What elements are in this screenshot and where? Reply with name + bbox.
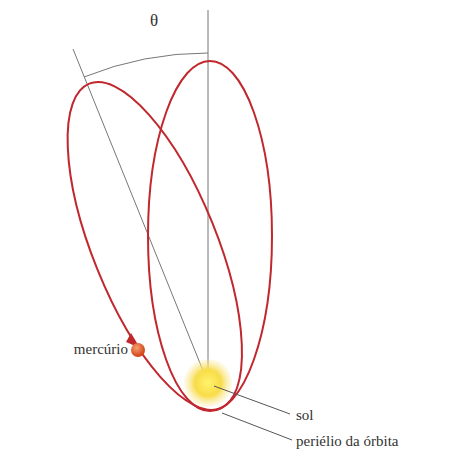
sun <box>184 359 232 407</box>
vertical-axis <box>208 10 209 383</box>
angle-symbol: θ <box>150 12 158 31</box>
planet-label: mercúrio <box>74 341 128 358</box>
rotated-axis <box>73 49 208 383</box>
perihelion-label: periélio da órbita <box>296 433 398 450</box>
precessed-orbit <box>32 60 278 431</box>
angle-arc <box>84 53 208 77</box>
mercury <box>131 343 145 357</box>
sun-label: sol <box>296 407 314 424</box>
leader-line <box>222 413 292 440</box>
leader-line <box>214 386 290 414</box>
orbit <box>148 61 272 411</box>
